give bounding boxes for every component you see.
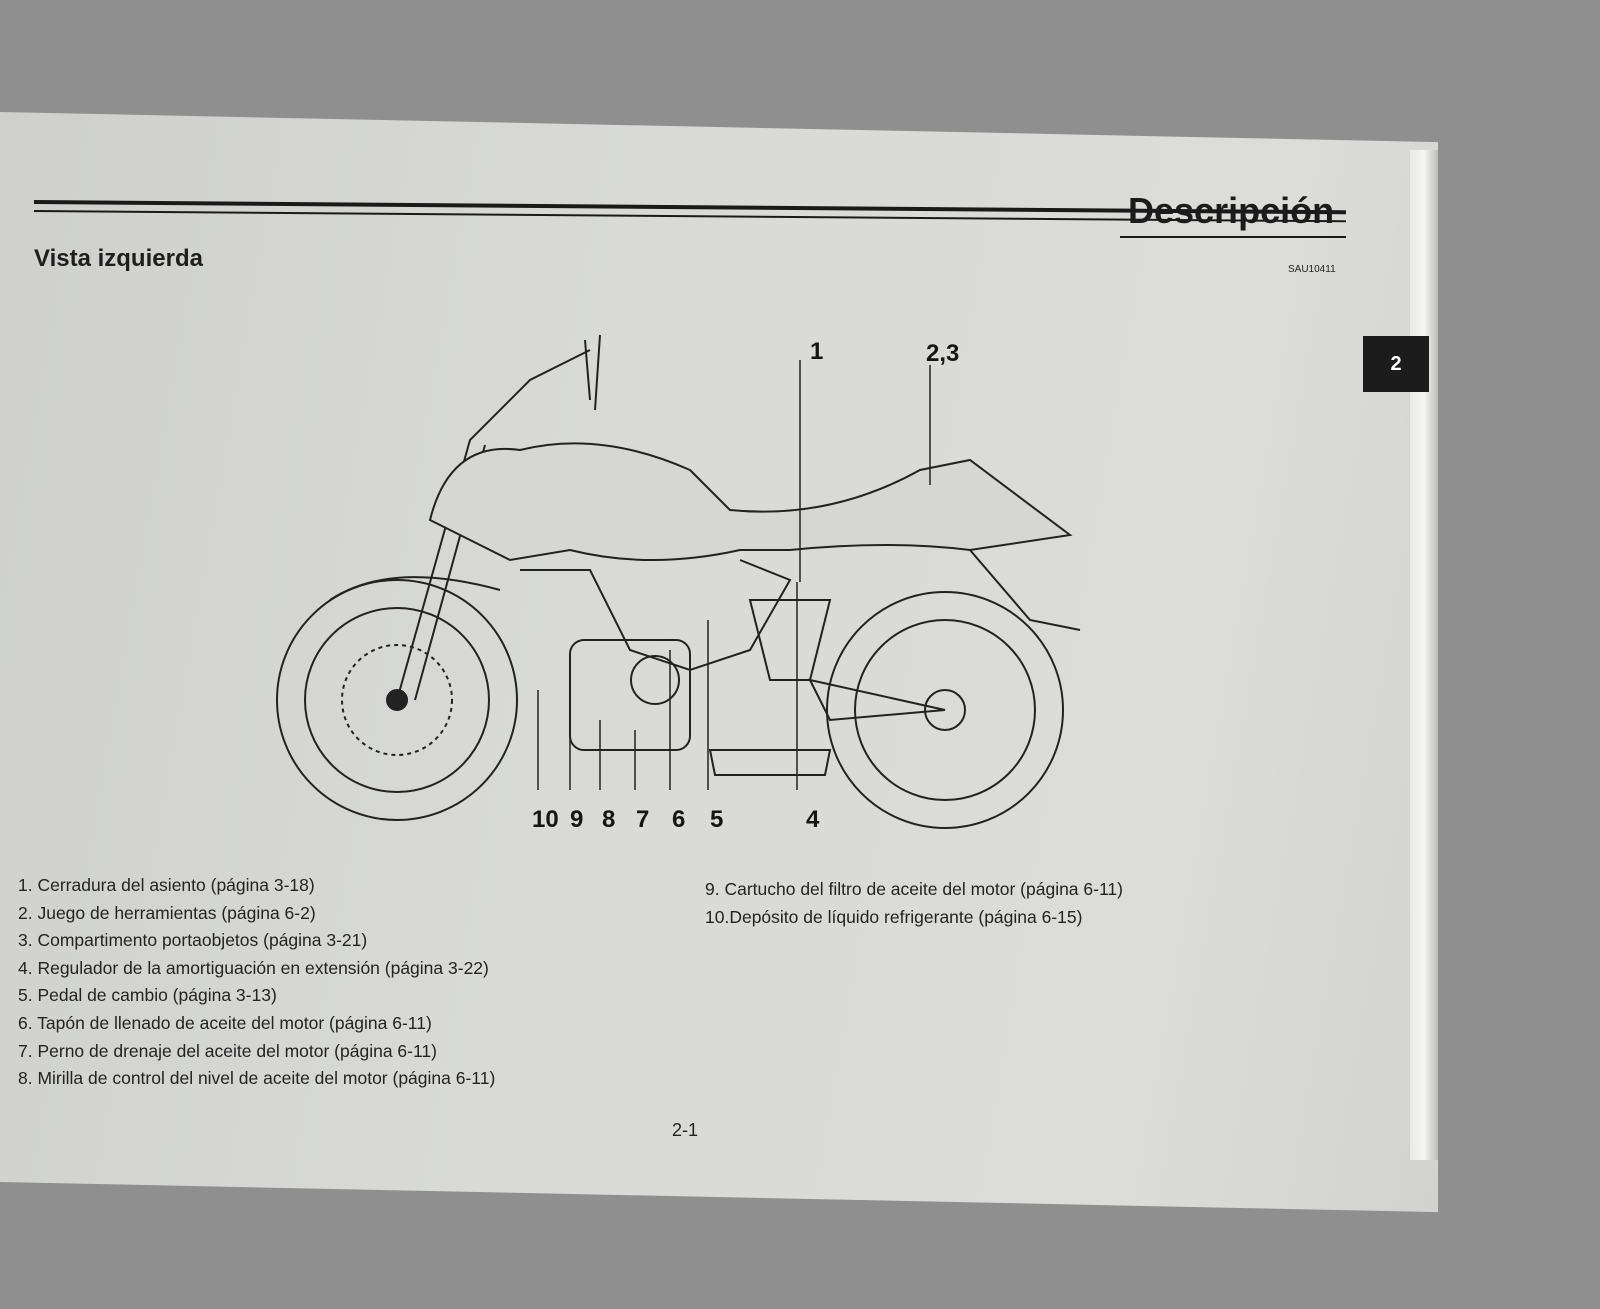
reference-code: SAU10411 [1288, 264, 1336, 275]
front-wheel [276, 579, 518, 821]
page-title: Descripción [1128, 190, 1335, 231]
list-item: 6. Tapón de llenado de aceite del motor … [18, 1012, 432, 1033]
callout-5: 5 [710, 806, 724, 833]
callout-9: 9 [570, 806, 584, 833]
parts-list-right: 9. Cartucho del filtro de aceite del mot… [705, 876, 1123, 931]
motorcycle-illustration [276, 334, 1081, 829]
rear-wheel [826, 591, 1064, 829]
callout-1: 1 [810, 338, 824, 365]
list-item: 8. Mirilla de control del nivel de aceit… [18, 1068, 496, 1089]
callout-2-3: 2,3 [926, 340, 960, 367]
list-item: 7. Perno de drenaje del aceite del motor… [18, 1040, 437, 1061]
list-item: 4. Regulador de la amortiguación en exte… [18, 957, 489, 978]
list-item: 3. Compartimento portaobjetos (página 3-… [18, 930, 368, 951]
callout-6: 6 [672, 806, 686, 833]
callout-10: 10 [532, 806, 559, 833]
list-item: 2. Juego de herramientas (página 6-2) [18, 902, 316, 923]
section-heading: Vista izquierda [34, 245, 203, 272]
callout-4: 4 [806, 806, 820, 833]
page-number: 2-1 [672, 1120, 699, 1140]
page-edge [1410, 150, 1438, 1160]
list-item: 1. Cerradura del asiento (página 3-18) [18, 875, 315, 895]
list-item: 10.Depósito de líquido refrigerante (pág… [705, 906, 1083, 927]
title-underline [1120, 236, 1346, 238]
callout-7: 7 [636, 806, 650, 833]
list-item: 9. Cartucho del filtro de aceite del mot… [705, 879, 1123, 899]
list-item: 5. Pedal de cambio (página 3-13) [18, 985, 277, 1006]
callout-8: 8 [602, 806, 616, 833]
chapter-tab: 2 [1363, 336, 1429, 392]
parts-list-left: 1. Cerradura del asiento (página 3-18) 2… [18, 872, 495, 1093]
